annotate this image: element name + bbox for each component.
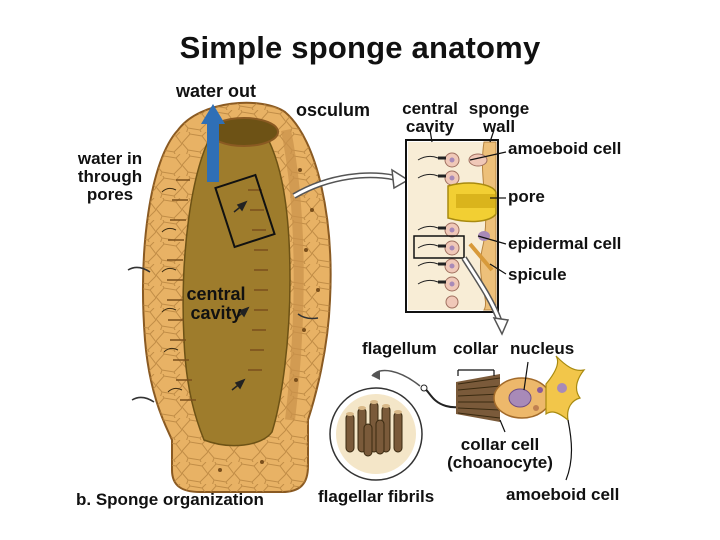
- central-cavity-shape: [182, 119, 291, 447]
- label-sponge-wall: sponge wall: [468, 99, 530, 136]
- label-water-out: water out: [176, 81, 257, 101]
- label-spicule: spicule: [508, 265, 567, 284]
- label-osculum: osculum: [296, 100, 371, 120]
- label-pore: pore: [508, 187, 545, 206]
- flagellar-fibrils-detail: [329, 369, 423, 481]
- water-out-arrow: [201, 104, 225, 182]
- label-central-cavity-inset: central cavity: [402, 99, 458, 136]
- label-central-cavity-body: central cavity: [186, 284, 246, 323]
- label-collar-cell: collar cell (choanocyte): [447, 435, 553, 472]
- zoom-region-body: [214, 173, 276, 249]
- label-water-in: water in through pores: [77, 149, 143, 204]
- page-title: Simple sponge anatomy: [179, 30, 541, 65]
- label-nucleus: nucleus: [510, 339, 575, 358]
- pore-canals: [167, 179, 268, 401]
- figure-caption: b. Sponge organization: [76, 490, 264, 509]
- label-amoeboid-cell-bottom: amoeboid cell: [506, 485, 620, 504]
- choanocyte-column: [417, 152, 460, 309]
- label-epidermal-cell: epidermal cell: [508, 234, 622, 253]
- label-collar: collar: [453, 339, 499, 358]
- label-flagellum: flagellum: [362, 339, 437, 358]
- label-flagellar-fibrils: flagellar fibrils: [318, 487, 435, 506]
- collar-cell-detail: [420, 355, 586, 481]
- label-amoeboid-cell-top: amoeboid cell: [508, 139, 622, 158]
